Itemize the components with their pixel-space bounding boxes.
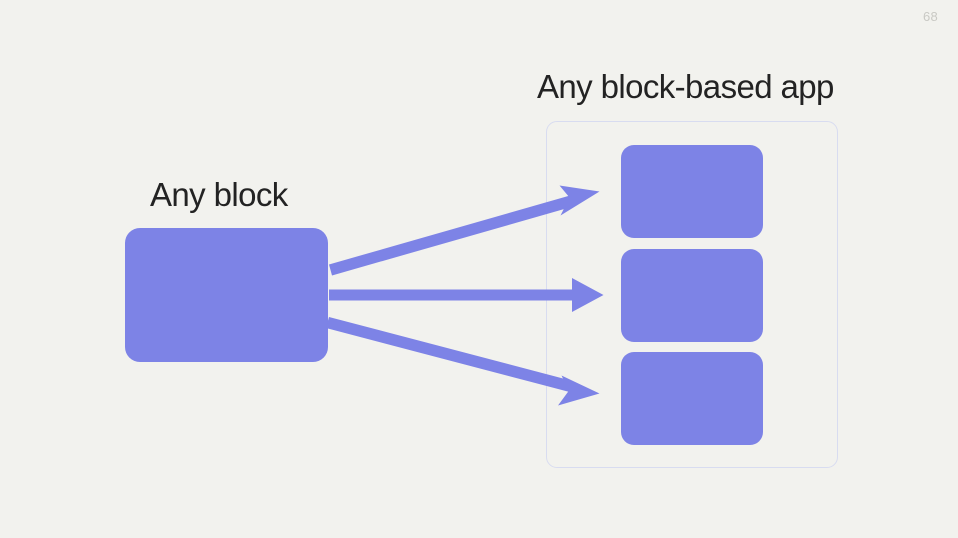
target-block-2 [621,249,763,342]
target-panel-label: Any block-based app [537,68,834,105]
any-block-shape [125,228,328,362]
page-number: 68 [922,9,938,24]
target-block-1 [621,145,763,238]
target-block-3 [621,352,763,445]
source-block-label: Any block [150,176,288,213]
